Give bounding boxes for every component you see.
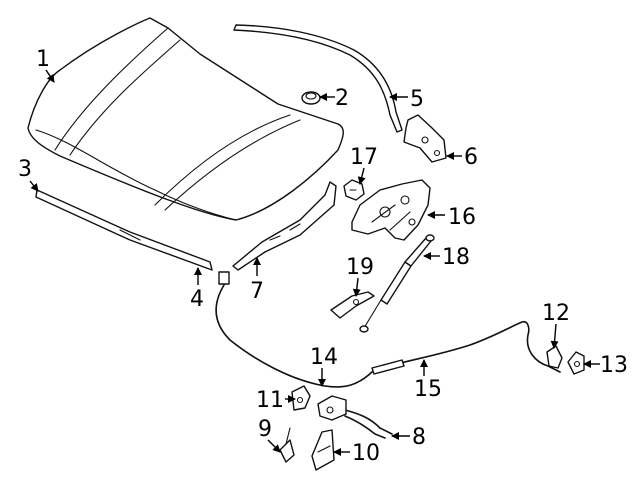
callout-16: 16 <box>448 205 476 230</box>
callout-12: 12 <box>542 301 570 326</box>
hinge-part[interactable] <box>403 114 447 163</box>
callout-9: 9 <box>258 417 272 442</box>
strut-bracket-part[interactable] <box>330 291 375 319</box>
callout-7: 7 <box>250 279 264 304</box>
callout-14: 14 <box>310 345 338 370</box>
bumper-plug-part[interactable] <box>301 91 321 105</box>
release-cable-part[interactable] <box>215 271 561 388</box>
callout-18: 18 <box>442 245 470 270</box>
leader-lines <box>29 69 600 456</box>
latch-handle-part[interactable] <box>311 429 335 471</box>
callout-1: 1 <box>36 47 50 72</box>
callout-labels: 1 2 3 4 5 6 7 8 9 10 11 12 13 14 15 16 1… <box>18 47 628 466</box>
release-handle-part[interactable] <box>343 179 365 201</box>
callout-4: 4 <box>190 287 204 312</box>
rear-weatherstrip-part[interactable] <box>233 24 403 133</box>
callout-6: 6 <box>464 145 478 170</box>
release-lever-part[interactable] <box>317 395 347 421</box>
front-seal-strip-part[interactable] <box>35 189 213 271</box>
callout-10: 10 <box>352 441 380 466</box>
callout-11: 11 <box>256 388 284 413</box>
callout-15: 15 <box>414 377 442 402</box>
hook-bracket-part[interactable] <box>279 427 295 463</box>
callout-19: 19 <box>346 255 374 280</box>
callout-3: 3 <box>18 157 32 182</box>
primary-cable-part[interactable] <box>344 409 393 439</box>
callout-5: 5 <box>410 87 424 112</box>
callout-13: 13 <box>600 353 628 378</box>
callout-8: 8 <box>412 425 426 450</box>
cable-end-clip-part[interactable] <box>546 345 563 369</box>
gas-strut-part[interactable] <box>359 234 435 333</box>
hood-part[interactable] <box>27 17 344 221</box>
cable-retainer-part[interactable] <box>567 351 585 375</box>
callout-17: 17 <box>350 145 378 170</box>
callout-2: 2 <box>335 86 349 111</box>
latch-assembly-part[interactable] <box>351 179 431 241</box>
lever-clip-part[interactable] <box>291 385 311 411</box>
